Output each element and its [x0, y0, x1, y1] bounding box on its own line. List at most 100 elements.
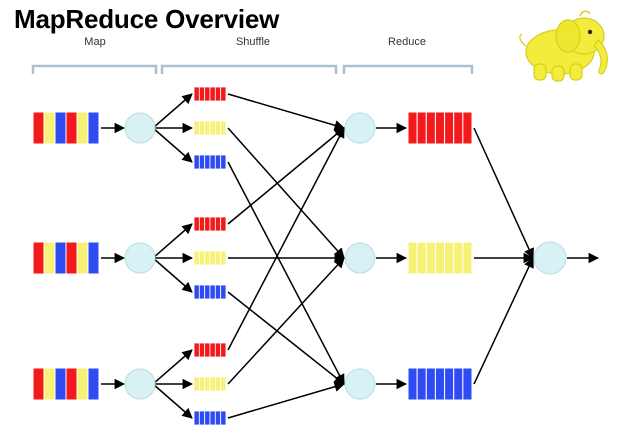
split-stripe	[32, 367, 45, 401]
output-cell	[434, 367, 446, 401]
map-output-partition	[193, 342, 227, 358]
map-output-partition	[193, 154, 227, 170]
partition-cell	[214, 154, 222, 170]
arrow-shuffle	[227, 127, 345, 351]
partition-cell	[214, 284, 222, 300]
split-stripe	[65, 367, 78, 401]
split-stripe	[32, 241, 45, 275]
partition-cell	[198, 376, 206, 392]
partition-cell	[209, 86, 216, 102]
partition-cell	[209, 250, 216, 266]
output-cell	[453, 111, 464, 145]
partition-cell	[209, 284, 216, 300]
partition-cell	[220, 120, 227, 136]
split-stripe	[76, 111, 89, 145]
phase-brackets	[31, 64, 474, 74]
map-node	[124, 242, 156, 274]
partition-cell	[209, 410, 216, 426]
partition-cell	[204, 216, 211, 232]
split-stripe	[43, 367, 56, 401]
diagram-shapes	[32, 86, 567, 426]
output-cell	[407, 367, 418, 401]
partition-cell	[198, 86, 206, 102]
split-stripe	[87, 241, 100, 275]
output-cell	[407, 111, 418, 145]
reduce-node	[344, 242, 376, 274]
partition-cell	[204, 284, 211, 300]
reduce-node	[344, 112, 376, 144]
partition-cell	[214, 250, 222, 266]
partition-cell	[204, 120, 211, 136]
partition-cell	[220, 342, 227, 358]
split-stripe	[43, 241, 56, 275]
split-stripe	[87, 367, 100, 401]
split-stripe	[87, 111, 100, 145]
map-output-partition	[193, 376, 227, 392]
partition-cell	[220, 376, 227, 392]
arrow-map-to-partition	[152, 93, 193, 129]
arrow-shuffle	[227, 291, 345, 385]
partition-cell	[220, 154, 227, 170]
partition-cell	[193, 154, 200, 170]
partition-cell	[198, 154, 206, 170]
partition-cell	[193, 410, 200, 426]
output-cell	[462, 111, 473, 145]
split-stripe	[65, 111, 78, 145]
reduce-node	[344, 368, 376, 400]
partition-cell	[204, 250, 211, 266]
arrow-map-to-partition	[152, 223, 193, 259]
output-cell	[462, 241, 473, 275]
partition-cell	[204, 154, 211, 170]
input-split	[32, 241, 100, 275]
partition-cell	[193, 284, 200, 300]
map-output-partition	[193, 250, 227, 266]
output-cell	[425, 111, 436, 145]
output-cell	[453, 241, 464, 275]
phase-label-shuffle: Shuffle	[235, 36, 271, 48]
partition-cell	[198, 250, 206, 266]
output-cell	[462, 367, 473, 401]
reduce-output	[407, 241, 473, 275]
partition-cell	[214, 216, 222, 232]
arrow-shuffle	[227, 381, 346, 419]
output-cell	[407, 241, 418, 275]
map-output-partition	[193, 86, 227, 102]
split-stripe	[54, 241, 67, 275]
map-node	[124, 112, 156, 144]
partition-cell	[204, 410, 211, 426]
partition-cell	[193, 216, 200, 232]
partition-cell	[214, 376, 222, 392]
flow-arrows	[101, 93, 600, 419]
phase-label-map: Map	[84, 36, 106, 48]
partition-cell	[204, 86, 211, 102]
partition-cell	[193, 86, 200, 102]
partition-cell	[209, 120, 216, 136]
arrow-shuffle	[227, 127, 345, 259]
split-stripe	[43, 111, 56, 145]
output-cell	[444, 111, 455, 145]
bracket-reduce	[342, 64, 474, 74]
partition-cell	[209, 154, 216, 170]
bracket-map	[31, 64, 158, 74]
partition-cell	[209, 216, 216, 232]
partition-cell	[220, 410, 227, 426]
partition-cell	[220, 216, 227, 232]
output-cell	[416, 111, 427, 145]
map-output-partition	[193, 284, 227, 300]
split-stripe	[54, 111, 67, 145]
output-cell	[453, 367, 464, 401]
split-stripe	[65, 241, 78, 275]
reduce-output	[407, 367, 473, 401]
arrow-map-to-partition	[152, 127, 193, 163]
partition-cell	[220, 250, 227, 266]
output-cell	[425, 241, 436, 275]
output-cell	[434, 111, 446, 145]
split-stripe	[76, 241, 89, 275]
partition-cell	[193, 120, 200, 136]
arrow-map-to-partition	[152, 257, 193, 293]
arrow-map-to-partition	[152, 383, 193, 419]
partition-cell	[214, 410, 222, 426]
split-stripe	[54, 367, 67, 401]
output-cell	[425, 367, 436, 401]
bracket-shuffle	[160, 64, 338, 74]
